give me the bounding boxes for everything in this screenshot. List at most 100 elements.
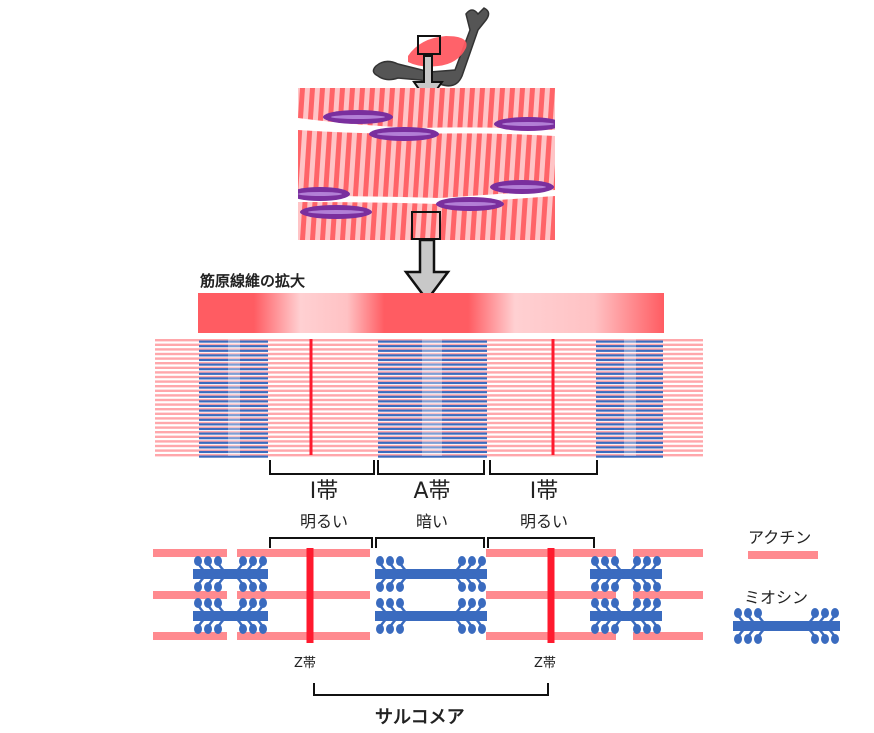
myosin-line [596, 386, 663, 389]
myosin-head [194, 624, 202, 634]
myosin-line [378, 400, 487, 403]
actin-filament [633, 632, 703, 640]
myosin-head [633, 598, 641, 608]
myosin-head [591, 556, 599, 566]
myosin-line [199, 437, 268, 440]
myosin-head [831, 608, 839, 618]
myosin-line [378, 409, 487, 412]
myosin-head [214, 582, 222, 592]
striation-stripe [280, 88, 295, 240]
nucleus-highlight [298, 192, 342, 196]
legend-myosin-filament [733, 608, 840, 644]
myosin-line [596, 437, 663, 440]
actin-line [155, 352, 703, 356]
myosin-head [249, 598, 257, 608]
myosin-line [199, 400, 268, 403]
myosin-head [643, 582, 651, 592]
actin-line [155, 348, 703, 351]
myosin-line [596, 418, 663, 421]
myosin-head [633, 624, 641, 634]
myofibril-bar [198, 293, 664, 333]
myosin-line [596, 349, 663, 352]
myosin-line [596, 446, 663, 449]
myosin-line [199, 372, 268, 375]
myosin-line [378, 381, 487, 385]
myosin-shaft [590, 569, 662, 579]
actin-line [155, 403, 703, 406]
myosin-line [199, 349, 268, 352]
legend-myosin-label: ミオシン [744, 588, 809, 607]
actin-line [155, 454, 703, 457]
z-disc [547, 548, 555, 643]
myosin-line [199, 381, 268, 385]
myosin-head [249, 556, 257, 566]
myosin-line [596, 441, 663, 444]
myosin-line [378, 349, 487, 352]
striation-stripe [270, 88, 285, 240]
myosin-line [596, 358, 663, 362]
myosin-head [734, 608, 742, 618]
myosin-head [478, 624, 486, 634]
myosin-shaft [590, 611, 662, 621]
myosin-line [596, 381, 663, 385]
myosin-line [199, 418, 268, 421]
myosin-filament [375, 598, 487, 634]
i-band-bracket-lower [487, 537, 595, 548]
myosin-head [396, 624, 404, 634]
myosin-line [378, 395, 487, 398]
myosin-filament [193, 598, 268, 634]
myosin-line [378, 358, 487, 362]
actin-line [155, 449, 703, 452]
actin-line [155, 366, 703, 369]
myosin-head [821, 634, 829, 644]
down-arrow-icon [403, 238, 451, 303]
actin-line [155, 380, 703, 383]
myosin-line [378, 414, 487, 417]
actin-filament [314, 632, 369, 640]
actin-line [155, 357, 703, 360]
myosin-line [596, 345, 663, 348]
myosin-head [386, 624, 394, 634]
actin-filament [633, 591, 703, 599]
actin-filament [237, 591, 370, 599]
myosin-line [199, 395, 268, 398]
myosin-filament [193, 556, 268, 592]
myosin-head [204, 556, 212, 566]
myosin-head [376, 556, 384, 566]
myosin-head [611, 582, 619, 592]
z-band-label: Z帯 [294, 656, 316, 671]
zoom-box-icon [417, 35, 441, 55]
myosin-head [478, 598, 486, 608]
myosin-line [596, 368, 663, 371]
myosin-head [643, 598, 651, 608]
myosin-head [811, 608, 819, 618]
myosin-head [611, 624, 619, 634]
actin-line [155, 431, 703, 434]
myosin-line [378, 427, 487, 431]
myosin-head [478, 556, 486, 566]
myosin-head [259, 624, 267, 634]
myosin-filament [375, 556, 487, 592]
h-zone [422, 338, 442, 456]
myosin-line [199, 414, 268, 417]
myosin-head [468, 582, 476, 592]
actin-filament [314, 591, 369, 599]
myosin-line [199, 441, 268, 444]
band-label-a: A帯 [413, 479, 451, 504]
actin-line [155, 435, 703, 438]
myosin-line [378, 437, 487, 440]
myosin-head [249, 582, 257, 592]
myosin-head [643, 624, 651, 634]
myosin-filament [590, 598, 662, 634]
myosin-head [601, 556, 609, 566]
myosin-line [596, 455, 663, 458]
myosin-head [194, 598, 202, 608]
myosin-line [378, 377, 487, 380]
myosin-head [214, 556, 222, 566]
z-line [309, 339, 313, 455]
h-zone [624, 338, 636, 456]
myosin-head [653, 582, 661, 592]
myosin-head [754, 634, 762, 644]
myosin-head [643, 556, 651, 566]
